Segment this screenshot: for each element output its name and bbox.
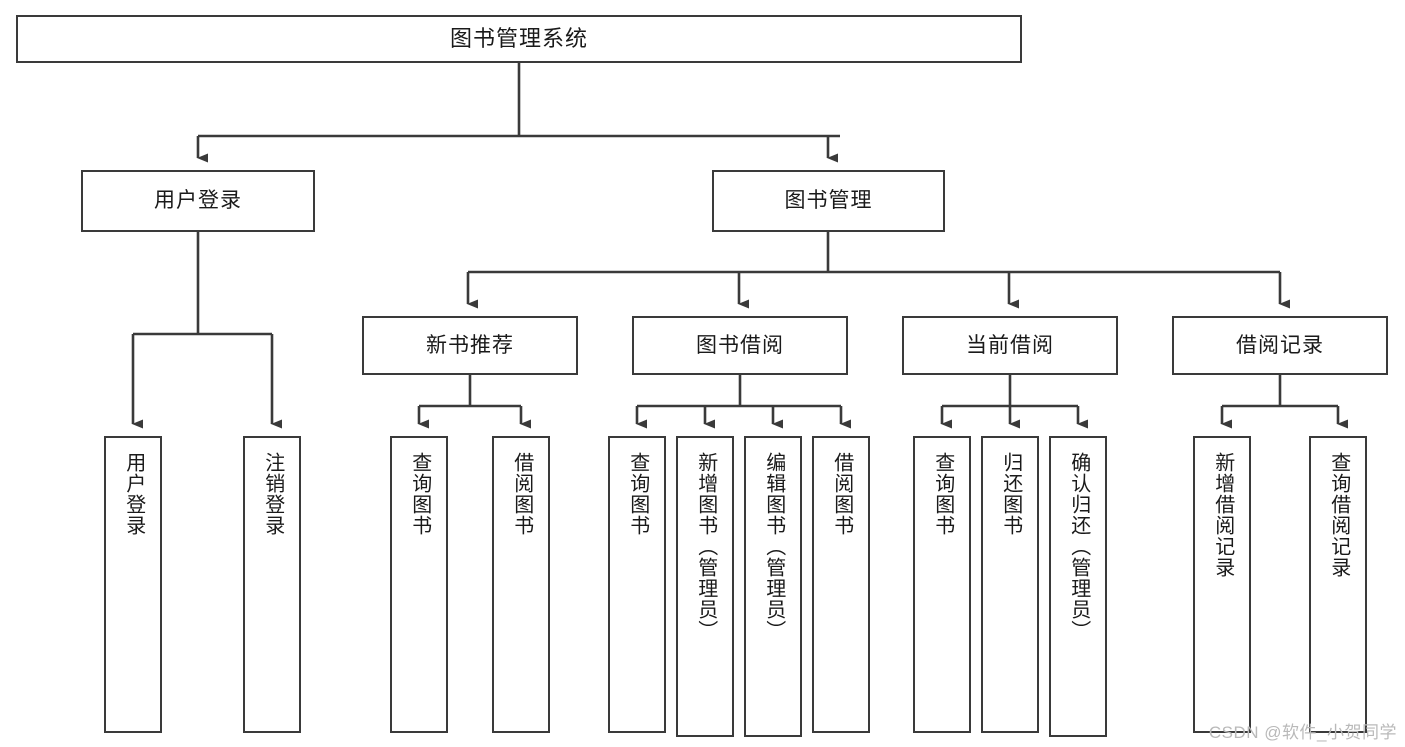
node-leaf-query-record[interactable]: 查询借阅记录 (1309, 436, 1367, 733)
node-root-label: 图书管理系统 (449, 25, 588, 51)
node-leaf-borrow-book-2-label: 借阅图书 (830, 452, 853, 536)
node-leaf-confirm-return-label: 确认归还（管理员） (1067, 452, 1090, 641)
node-leaf-confirm-return[interactable]: 确认归还（管理员） (1049, 436, 1107, 737)
node-leaf-query-book-1-label: 查询图书 (408, 452, 431, 536)
node-leaf-user-login-label: 用户登录 (122, 452, 145, 536)
node-current-borrow-label: 当前借阅 (966, 333, 1054, 357)
node-root[interactable]: 图书管理系统 (16, 15, 1022, 63)
node-leaf-logout-label: 注销登录 (261, 452, 284, 536)
node-borrow-record-label: 借阅记录 (1236, 333, 1324, 357)
node-leaf-borrow-book-1[interactable]: 借阅图书 (492, 436, 550, 733)
node-leaf-query-book-1[interactable]: 查询图书 (390, 436, 448, 733)
node-new-book-recommend-label: 新书推荐 (426, 333, 514, 357)
node-leaf-user-login[interactable]: 用户登录 (104, 436, 162, 733)
node-leaf-edit-book-label: 编辑图书（管理员） (762, 452, 785, 641)
node-leaf-borrow-book-1-label: 借阅图书 (510, 452, 533, 536)
node-borrow-record[interactable]: 借阅记录 (1172, 316, 1388, 375)
node-current-borrow[interactable]: 当前借阅 (902, 316, 1118, 375)
watermark: CSDN @软件_小贺同学 (1208, 723, 1397, 742)
node-leaf-add-record-label: 新增借阅记录 (1211, 452, 1234, 578)
node-leaf-edit-book[interactable]: 编辑图书（管理员） (744, 436, 802, 737)
node-leaf-return-book[interactable]: 归还图书 (981, 436, 1039, 733)
node-leaf-add-book-label: 新增图书（管理员） (694, 452, 717, 641)
node-leaf-return-book-label: 归还图书 (999, 452, 1022, 536)
node-book-manage-label: 图书管理 (784, 189, 873, 213)
node-leaf-query-record-label: 查询借阅记录 (1327, 452, 1350, 578)
node-leaf-borrow-book-2[interactable]: 借阅图书 (812, 436, 870, 733)
node-leaf-query-book-2[interactable]: 查询图书 (608, 436, 666, 733)
node-leaf-add-book[interactable]: 新增图书（管理员） (676, 436, 734, 737)
node-leaf-query-book-3[interactable]: 查询图书 (913, 436, 971, 733)
node-new-book-recommend[interactable]: 新书推荐 (362, 316, 578, 375)
node-book-borrow[interactable]: 图书借阅 (632, 316, 848, 375)
node-leaf-add-record[interactable]: 新增借阅记录 (1193, 436, 1251, 733)
node-user-login[interactable]: 用户登录 (81, 170, 315, 232)
node-book-manage[interactable]: 图书管理 (712, 170, 945, 232)
node-user-login-label: 用户登录 (154, 189, 242, 213)
node-book-borrow-label: 图书借阅 (696, 333, 784, 357)
node-leaf-logout[interactable]: 注销登录 (243, 436, 301, 733)
node-leaf-query-book-2-label: 查询图书 (626, 452, 649, 536)
node-leaf-query-book-3-label: 查询图书 (931, 452, 954, 536)
